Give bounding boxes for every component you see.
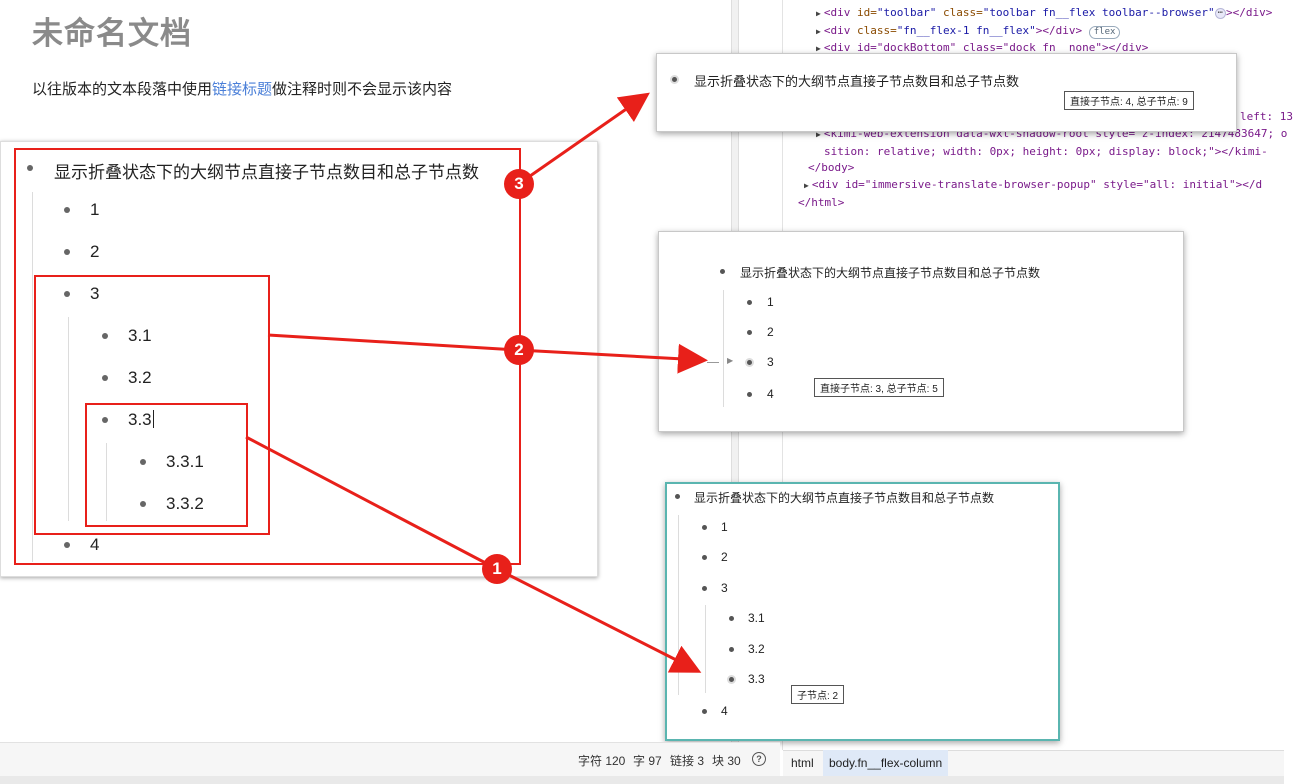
outline-item-3[interactable]: 3 (90, 284, 100, 303)
outline-guide (678, 515, 679, 695)
child-count-tooltip: 直接子节点: 3, 总子节点: 5 (814, 378, 944, 397)
panel-leaf-item-1: 1 (721, 520, 728, 534)
outline-item-1[interactable]: 1 (90, 200, 100, 219)
panel-leaf-item-4: 4 (721, 704, 728, 718)
outline-guide (723, 290, 724, 407)
outline-bullet[interactable] (140, 501, 146, 507)
callout-panel-node-3-3 (665, 482, 1060, 741)
outline-bullet[interactable] (64, 249, 70, 255)
child-count-tooltip: 子节点: 2 (791, 685, 845, 704)
outline-bullet (747, 330, 752, 335)
outline-bullet (702, 709, 707, 714)
outline-bullet[interactable] (140, 459, 146, 465)
outline-bullet (729, 647, 734, 652)
panel-leaf-item-3-3: 3.3 (748, 672, 765, 686)
panel-mid-item-2: 2 (767, 325, 774, 339)
outline-bullet (747, 300, 752, 305)
outline-bullet (702, 586, 707, 591)
highlight-box-node-3-3 (85, 403, 248, 527)
status-link-count: 链接 3 (670, 754, 705, 768)
outline-bullet-collapsed (745, 358, 754, 367)
outline-bullet (747, 392, 752, 397)
outline-bullet[interactable] (64, 291, 70, 297)
outline-item-3-3-2[interactable]: 3.3.2 (166, 494, 204, 513)
panel-leaf-heading: 显示折叠状态下的大纲节点直接子节点数目和总子节点数 (694, 491, 995, 505)
paragraph-text-before: 以往版本的文本段落中使用 (32, 81, 213, 98)
fold-line (707, 362, 719, 363)
devtools-fragment: left: 13 (1240, 110, 1293, 123)
paragraph-link[interactable]: 链接标题 (212, 81, 273, 98)
breadcrumb-body[interactable]: body.fn__flex-column (823, 750, 949, 776)
devtools-node-flex[interactable]: ▶<div class="fn__flex-1 fn__flex"></div>… (816, 24, 1121, 39)
outline-bullet (720, 269, 725, 274)
panel-leaf-item-3-2: 3.2 (748, 642, 765, 656)
collapse-triangle-icon[interactable]: ▶ (727, 356, 734, 365)
outline-bullet[interactable] (27, 165, 33, 171)
devtools-node-toolbar[interactable]: ▶<div id="toolbar" class="toolbar fn__fl… (816, 6, 1273, 19)
annotation-badge-3: 3 (504, 169, 534, 199)
annotation-badge-2: 2 (504, 335, 534, 365)
outline-bullet (729, 616, 734, 621)
flex-badge[interactable]: flex (1088, 26, 1121, 39)
devtools-node-kimi-cont: sition: relative; width: 0px; height: 0p… (824, 145, 1268, 158)
outline-bullet (675, 494, 680, 499)
outline-bullet-collapsed (727, 675, 736, 684)
outline-root-text[interactable]: 显示折叠状态下的大纲节点直接子节点数目和总子节点数 (54, 163, 479, 182)
outline-bullet (670, 75, 679, 84)
panel-leaf-item-3-1: 3.1 (748, 611, 765, 625)
outline-guide-33 (106, 443, 107, 521)
outline-guide-3 (68, 317, 69, 521)
devtools-node-popup[interactable]: ▶<div id="immersive-translate-browser-po… (804, 178, 1263, 191)
outline-item-4[interactable]: 4 (90, 535, 100, 554)
outline-item-3-2[interactable]: 3.2 (128, 368, 152, 387)
help-icon[interactable]: ? (752, 752, 766, 766)
devtools-html-close: </html> (798, 196, 845, 209)
outline-item-3-1[interactable]: 3.1 (128, 326, 152, 345)
paragraph-text-after: 做注释时则不会显示该内容 (272, 81, 453, 98)
callout-panel-node-3 (658, 231, 1184, 432)
panel-leaf-item-3: 3 (721, 581, 728, 595)
panel-leaf-item-2: 2 (721, 550, 728, 564)
devtools-body-close: </body> (808, 161, 855, 174)
breadcrumb-html[interactable]: html (791, 756, 814, 770)
highlight-box-node-3 (34, 275, 270, 535)
status-bar (0, 742, 780, 777)
child-count-tooltip: 直接子节点: 4, 总子节点: 9 (1064, 91, 1194, 110)
status-block-count: 块 30 (712, 754, 741, 768)
panel-root-heading: 显示折叠状态下的大纲节点直接子节点数目和总子节点数 (694, 74, 1020, 89)
outline-bullet (702, 525, 707, 530)
panel-mid-item-3: 3 (767, 355, 774, 369)
outline-bullet[interactable] (102, 417, 108, 423)
outline-bullet[interactable] (64, 542, 70, 548)
status-word-count: 字 97 (633, 754, 662, 768)
outline-item-3-3-text: 3.3 (128, 410, 152, 429)
outline-bullet[interactable] (102, 333, 108, 339)
panel-mid-heading: 显示折叠状态下的大纲节点直接子节点数目和总子节点数 (740, 266, 1041, 280)
outline-bullet[interactable] (64, 207, 70, 213)
annotation-badge-1: 1 (482, 554, 512, 584)
paragraph: 以往版本的文本段落中使用链接标题做注释时则不会显示该内容 (32, 78, 452, 99)
window-bottom-edge (0, 776, 1284, 784)
panel-mid-item-1: 1 (767, 295, 774, 309)
outline-guide-root (32, 192, 33, 562)
devtools-node-dock[interactable]: ▶<div id="dockBottom" class="dock fn__no… (816, 41, 1149, 54)
status-char-count: 字符 120 (578, 754, 626, 768)
outline-item-2[interactable]: 2 (90, 242, 100, 261)
outline-bullet[interactable] (102, 375, 108, 381)
outline-bullet (702, 555, 707, 560)
outline-item-3-3-1[interactable]: 3.3.1 (166, 452, 204, 471)
document-title[interactable]: 未命名文档 (32, 16, 192, 51)
outline-item-3-3[interactable]: 3.3 (128, 410, 154, 430)
panel-mid-item-4: 4 (767, 387, 774, 401)
text-caret (152, 410, 154, 428)
outline-guide (705, 605, 706, 693)
